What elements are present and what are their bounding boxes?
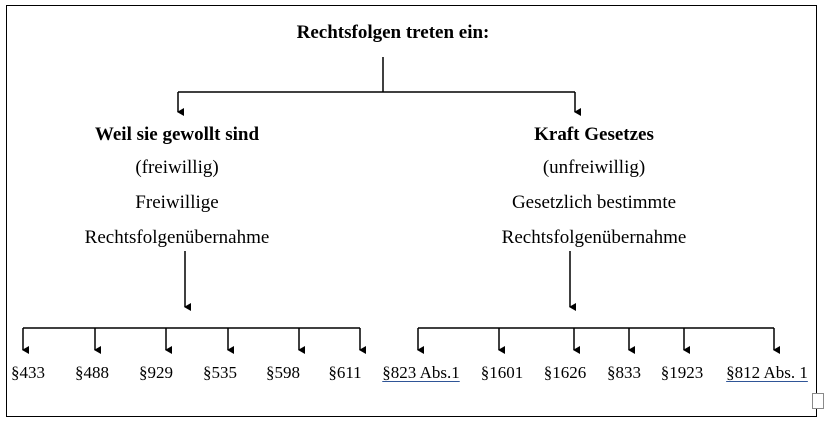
paragraph-label: §833 <box>607 363 641 382</box>
diagram-title: Rechtsfolgen treten ein: <box>296 22 490 43</box>
paragraph-label: §1626 <box>543 363 587 382</box>
paragraph-label: §1601 <box>480 363 524 382</box>
right-line-3: Rechtsfolgenübernahme <box>501 227 687 248</box>
right-line-1: (unfreiwillig) <box>542 157 646 178</box>
left-line-2: Freiwillige <box>135 192 219 213</box>
paragraph-label: §929 <box>139 363 173 382</box>
paragraph-label: §1923 <box>660 363 704 382</box>
paragraph-label: §823 Abs.1 <box>382 363 460 382</box>
paragraph-label: §812 Abs. 1 <box>726 363 808 382</box>
left-heading: Weil sie gewollt sind <box>94 124 260 145</box>
paragraph-label: §598 <box>266 363 300 382</box>
paragraph-label: §488 <box>75 363 109 382</box>
right-heading: Kraft Gesetzes <box>534 124 654 145</box>
paragraph-label: §433 <box>11 363 45 382</box>
diagram-frame <box>6 5 817 417</box>
right-line-2: Gesetzlich bestimmte <box>511 192 677 213</box>
resize-handle[interactable] <box>812 393 824 409</box>
left-line-3: Rechtsfolgenübernahme <box>84 227 270 248</box>
paragraph-label: §535 <box>203 363 237 382</box>
left-line-1: (freiwillig) <box>135 157 219 178</box>
paragraph-label: §611 <box>328 363 362 382</box>
